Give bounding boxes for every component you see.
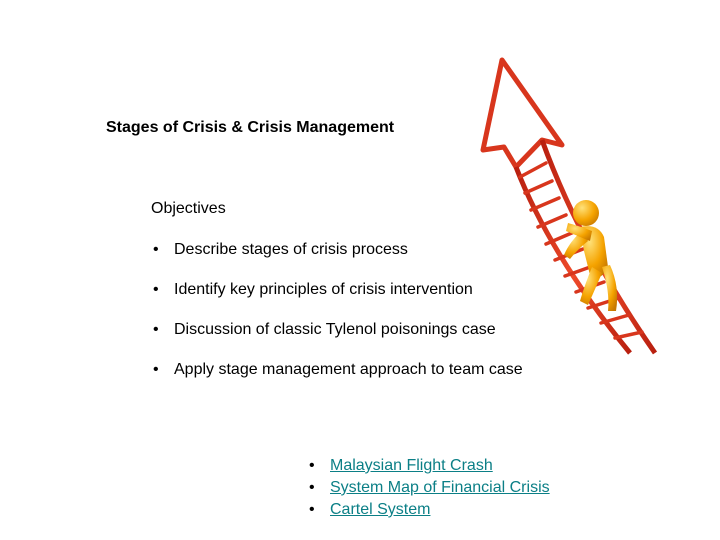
list-item: • Malaysian Flight Crash [309,455,550,477]
objective-text: Discussion of classic Tylenol poisonings… [174,321,496,338]
list-item: • System Map of Financial Crisis [309,477,550,499]
slide-title: Stages of Crisis & Crisis Management [106,119,395,136]
bullet-icon: • [153,361,159,378]
objective-text: Describe stages of crisis process [174,241,408,258]
objectives-list: • Describe stages of crisis process • Id… [151,239,531,399]
links-list: • Malaysian Flight Crash • System Map of… [309,455,550,521]
bullet-icon: • [153,241,159,258]
list-item: • Discussion of classic Tylenol poisonin… [151,319,531,341]
list-item: • Cartel System [309,499,550,521]
objectives-heading: Objectives [151,200,226,217]
climbing-figure-icon [564,200,618,311]
ladder-arrow-icon [480,57,658,355]
bullet-icon: • [309,457,315,474]
bullet-icon: • [153,281,159,298]
list-item: • Describe stages of crisis process [151,239,531,261]
arrow-ladder-illustration [480,57,658,355]
link-cartel-system[interactable]: Cartel System [330,501,431,518]
bullet-icon: • [153,321,159,338]
link-malaysian-flight-crash[interactable]: Malaysian Flight Crash [330,457,493,474]
list-item: • Apply stage management approach to tea… [151,359,531,381]
link-system-map-financial-crisis[interactable]: System Map of Financial Crisis [330,479,550,496]
objective-text: Identify key principles of crisis interv… [174,281,473,298]
list-item: • Identify key principles of crisis inte… [151,279,531,301]
objective-text: Apply stage management approach to team … [174,361,523,378]
bullet-icon: • [309,501,315,518]
bullet-icon: • [309,479,315,496]
